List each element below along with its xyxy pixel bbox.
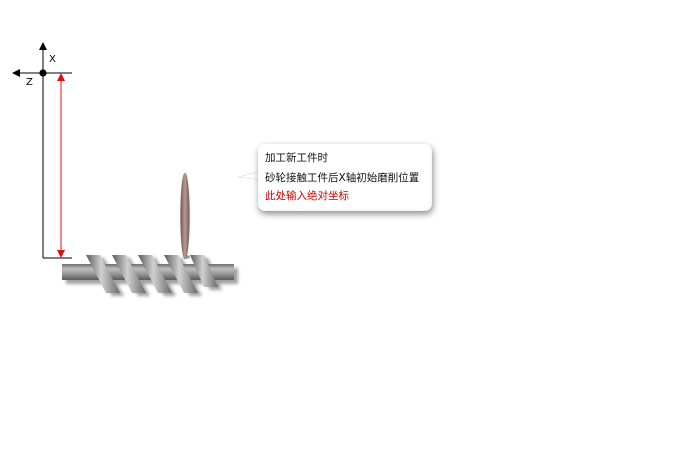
z-axis-label: Z — [26, 77, 33, 88]
z-axis-arrowhead — [12, 69, 20, 77]
grinding-wheel — [180, 172, 190, 260]
screw-thread — [86, 255, 120, 293]
screw-workpiece — [62, 255, 238, 296]
screw-thread — [138, 255, 172, 293]
callout-line-1: 加工新工件时 — [265, 152, 328, 164]
callout-line-3: 此处输入绝对坐标 — [265, 190, 349, 202]
origin-point — [39, 69, 47, 77]
callout-line-2: 砂轮接触工件后X轴初始磨削位置 — [265, 172, 420, 184]
x-axis-arrowhead — [39, 42, 47, 50]
dimension-arrow — [57, 73, 65, 258]
screw-thread — [112, 255, 146, 293]
screw-thread — [164, 255, 198, 293]
screw-thread — [190, 255, 218, 287]
callout-box: 加工新工件时 砂轮接触工件后X轴初始磨削位置 此处输入绝对坐标 — [258, 144, 432, 211]
x-axis-label: X — [49, 54, 56, 65]
